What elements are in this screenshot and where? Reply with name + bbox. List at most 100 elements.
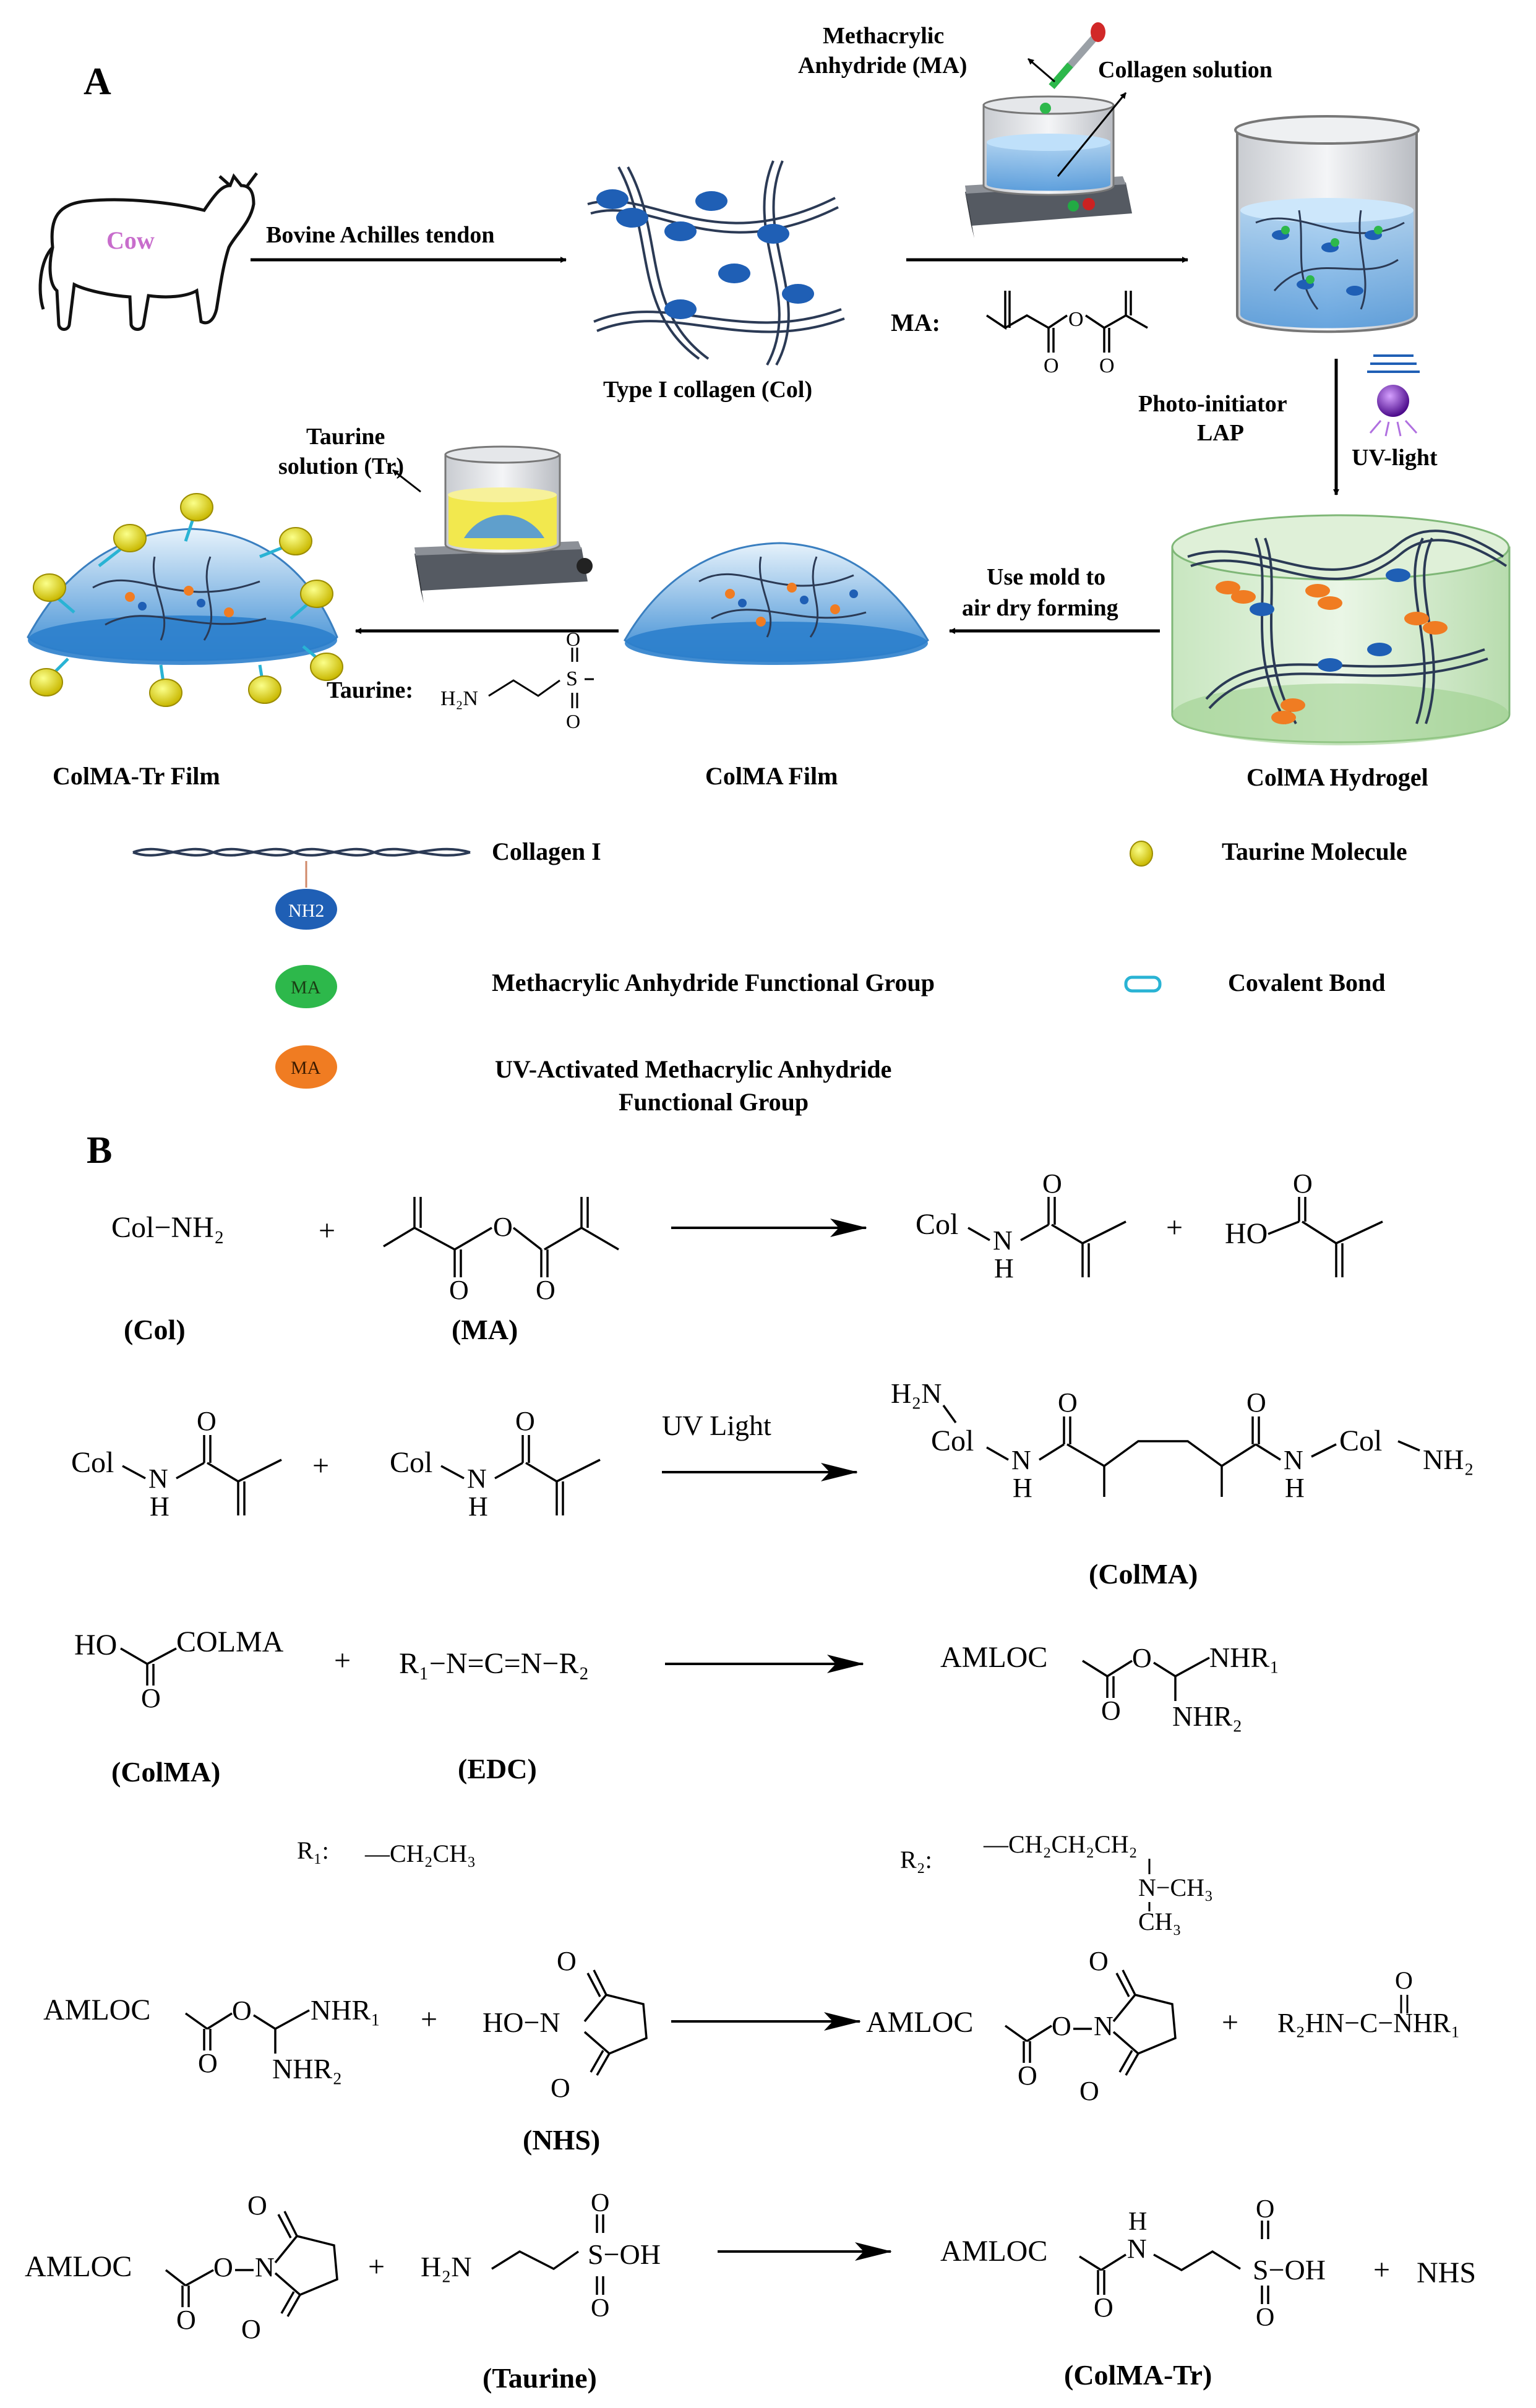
r3-colma: COLMA bbox=[176, 1626, 284, 1658]
r-group-definitions: R₁: —CH₂CH₃ R₂: —CH₂CH₂CH₂ N−CH₃ CH₃ bbox=[297, 1830, 1213, 1935]
legend-uv-ma-badge bbox=[275, 1045, 337, 1089]
ma-label: MA: bbox=[891, 309, 940, 336]
r1-h: H bbox=[994, 1253, 1014, 1283]
r2-col4: Col bbox=[1339, 1425, 1382, 1457]
r3-lab-colma: (ColMA) bbox=[111, 1756, 220, 1788]
reaction-1: Col−NH₂ + O O O Col N bbox=[111, 1168, 1383, 1345]
r2-h2n: H₂N bbox=[891, 1378, 942, 1409]
r5-nhs: NHS bbox=[1417, 2256, 1476, 2289]
r2-o1: O bbox=[197, 1406, 217, 1436]
r2-col2: Col bbox=[390, 1446, 432, 1479]
legend-ma-text: MA bbox=[291, 977, 321, 998]
r2-h3: H bbox=[1013, 1473, 1032, 1503]
ma-struct-o-left: O bbox=[1044, 354, 1059, 377]
r4-nhr1: NHR₁ bbox=[311, 1994, 380, 2026]
uv-lamp-icon bbox=[1367, 354, 1420, 437]
dropper-icon bbox=[1040, 22, 1105, 114]
legend-covalent-icon bbox=[1124, 975, 1162, 993]
taurine-small-s: S bbox=[566, 667, 578, 690]
collagen-solution-label: Collagen solution bbox=[1098, 57, 1272, 83]
legend-uv-ma-line1: UV-Activated Methacrylic Anhydride bbox=[495, 1055, 891, 1083]
r2-lab: (ColMA) bbox=[1089, 1558, 1198, 1590]
r2-n2: N bbox=[467, 1463, 487, 1494]
r1-n: N bbox=[993, 1225, 1013, 1256]
r4-prod-n: N bbox=[1094, 2011, 1113, 2041]
air-dry-label: air dry forming bbox=[962, 595, 1118, 621]
r1-ho-o: O bbox=[1293, 1168, 1313, 1199]
r5-lab-colma-tr: (ColMA-Tr) bbox=[1064, 2359, 1212, 2391]
r5-tau-o-bottom: O bbox=[591, 2294, 609, 2323]
ma-struct-o-bridge: O bbox=[1068, 308, 1084, 331]
colma-hydrogel-illustration bbox=[1171, 514, 1511, 745]
stirrer-collagen bbox=[965, 95, 1132, 238]
r2-o3: O bbox=[1058, 1387, 1078, 1418]
big-beaker bbox=[1234, 115, 1420, 333]
r2-o4: O bbox=[1246, 1387, 1266, 1418]
legend-ma-label: Methacrylic Anhydride Functional Group bbox=[492, 969, 935, 996]
r5-amloc: AMLOC bbox=[25, 2250, 132, 2283]
type1-collagen-label: Type I collagen (Col) bbox=[603, 377, 812, 403]
stirrer-taurine bbox=[414, 445, 593, 603]
r4-ho-n: HO−N bbox=[483, 2007, 560, 2038]
cow-illustration bbox=[38, 172, 258, 331]
r1-lab-col: (Col) bbox=[124, 1314, 186, 1345]
r1-plus2: + bbox=[1166, 1211, 1183, 1244]
r2-col3: Col bbox=[931, 1425, 974, 1457]
r4-lab-nhs: (NHS) bbox=[523, 2124, 600, 2156]
panel-b-label: B bbox=[87, 1129, 112, 1172]
taurine-small-amine: H₂N bbox=[440, 687, 478, 710]
rdef-r2-ch3: CH₃ bbox=[1138, 1908, 1182, 1935]
r3-o-ester: O bbox=[1132, 1643, 1152, 1673]
r4-amloc2: AMLOC bbox=[866, 2006, 973, 2039]
legend-collagen-label: Collagen I bbox=[492, 838, 601, 865]
legend-uv-ma-line2: Functional Group bbox=[619, 1088, 809, 1116]
r2-n1: N bbox=[148, 1463, 168, 1494]
colma-tr-film-illustration bbox=[27, 493, 343, 707]
legend-ma-badge bbox=[275, 965, 337, 1008]
r1-ma-o-bridge: O bbox=[493, 1212, 513, 1242]
rdef-r1: R₁: bbox=[297, 1836, 329, 1864]
legend-collagen-strand bbox=[132, 847, 471, 857]
r4-nhs-o-bottom: O bbox=[551, 2073, 570, 2103]
r4-plus2: + bbox=[1222, 2006, 1238, 2039]
r5-n: N bbox=[255, 2252, 275, 2282]
legend-nh2-text: NH2 bbox=[288, 901, 324, 921]
r4-plus1: + bbox=[421, 2003, 437, 2036]
r2-uv-label: UV Light bbox=[662, 1410, 771, 1441]
taurine-small-o-top: O bbox=[566, 628, 580, 650]
legend-nh2-badge bbox=[275, 889, 337, 930]
r3-nhr2: NHR₂ bbox=[1172, 1700, 1242, 1732]
r1-ma-o2: O bbox=[536, 1275, 556, 1305]
ma-title-line2: Anhydride (MA) bbox=[798, 53, 967, 79]
r3-lab-edc: (EDC) bbox=[458, 1753, 537, 1785]
r2-h1: H bbox=[150, 1491, 169, 1522]
r3-plus: + bbox=[334, 1644, 351, 1677]
r1-lab-ma: (MA) bbox=[452, 1314, 518, 1345]
colma-film-illustration bbox=[624, 542, 929, 665]
taurine-solution-line2: solution (Tr) bbox=[278, 453, 404, 479]
r4-o-carbonyl: O bbox=[198, 2048, 218, 2078]
r2-col1: Col bbox=[71, 1446, 114, 1479]
legend-uv-ma-text: MA bbox=[291, 1058, 321, 1078]
r5-prod-o: O bbox=[1094, 2292, 1113, 2323]
legend: NH2 Collagen I Taurine Molecule MA Metha… bbox=[132, 838, 1407, 1116]
r3-edc-formula: R₁−N=C=N−R₂ bbox=[399, 1647, 589, 1680]
arrow-collagen-solution bbox=[1057, 92, 1127, 177]
rdef-r2-val: —CH₂CH₂CH₂ bbox=[983, 1830, 1138, 1858]
r5-tau-o-top: O bbox=[591, 2189, 609, 2217]
colma-film-label: ColMA Film bbox=[705, 762, 838, 790]
collagen-nh2-groups bbox=[596, 189, 814, 319]
r2-nh2: NH₂ bbox=[1423, 1444, 1474, 1475]
r2-h2: H bbox=[468, 1491, 488, 1522]
r1-o-top: O bbox=[1042, 1168, 1062, 1199]
lap-label: LAP bbox=[1197, 420, 1244, 446]
taurine-solution-line1: Taurine bbox=[306, 424, 385, 450]
use-mold-label: Use mold to bbox=[987, 564, 1105, 590]
r2-h4: H bbox=[1285, 1473, 1305, 1503]
taurine-label: Taurine: bbox=[327, 677, 413, 703]
r2-o2: O bbox=[515, 1406, 535, 1436]
r4-urea-o: O bbox=[1395, 1966, 1413, 1994]
r5-prod-h: H bbox=[1128, 2208, 1147, 2236]
